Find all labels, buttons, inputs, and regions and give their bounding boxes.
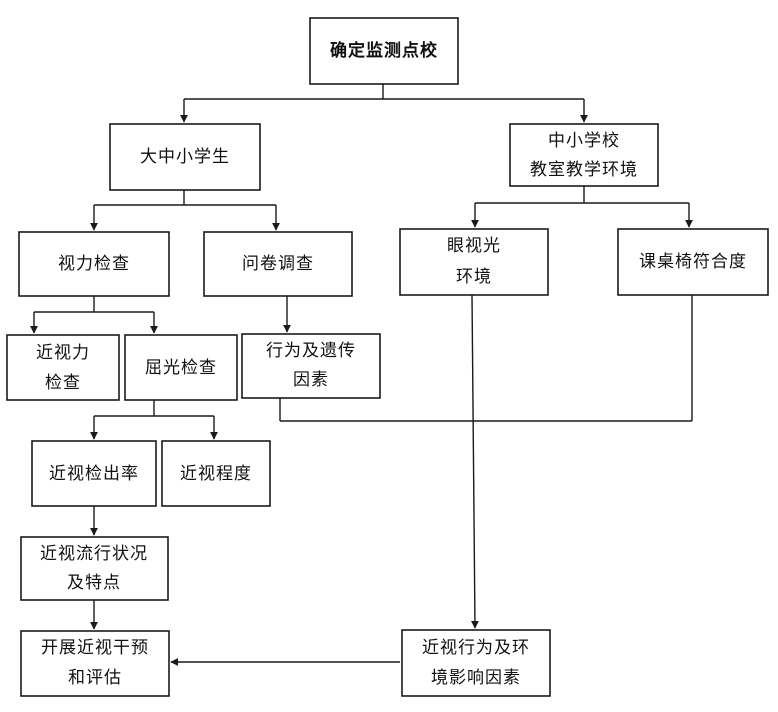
node-school-env-line-2: 教室教学环境: [530, 160, 638, 180]
node-near-vision-line-1: 近视力: [36, 343, 90, 363]
node-school-env-line-1: 中小学校: [548, 131, 620, 151]
node-questionnaire-line-1: 问卷调查: [242, 254, 314, 274]
node-students: 大中小学生: [109, 123, 261, 191]
node-influence-line-1: 近视行为及环: [422, 638, 530, 658]
node-school-env: 中小学校 教室教学环境: [509, 123, 659, 187]
node-myopia-rate: 近视检出率: [31, 440, 157, 507]
node-vision-check: 视力检查: [18, 231, 170, 297]
node-myopia-rate-line-1: 近视检出率: [49, 464, 139, 484]
node-desk-chair: 课桌椅符合度: [617, 228, 769, 296]
node-intervention-line-2: 和评估: [68, 668, 122, 688]
node-intervention: 开展近视干预 和评估: [20, 630, 170, 697]
node-root-line-1: 确定监测点校: [330, 40, 438, 61]
node-prevalence-line-2: 及特点: [67, 573, 121, 593]
node-near-vision-line-2: 检查: [45, 373, 81, 393]
node-desk-chair-line-1: 课桌椅符合度: [639, 252, 747, 272]
arrow-to-influence: [470, 294, 479, 629]
node-refraction: 屈光检查: [124, 334, 238, 401]
node-refraction-line-1: 屈光检查: [145, 358, 217, 378]
node-root: 确定监测点校: [309, 17, 459, 85]
node-near-vision: 近视力 检查: [6, 334, 120, 401]
node-behavior-genetic-line-1: 行为及遗传: [266, 341, 356, 361]
node-influence-line-2: 境影响因素: [431, 668, 521, 688]
node-eye-light-env-line-1: 眼视光: [447, 236, 501, 256]
node-prevalence: 近视流行状况 及特点: [20, 536, 169, 601]
node-students-line-1: 大中小学生: [140, 147, 230, 167]
node-influence: 近视行为及环 境影响因素: [401, 629, 551, 697]
node-vision-check-line-1: 视力检查: [58, 254, 130, 274]
node-myopia-degree: 近视程度: [161, 440, 271, 507]
node-prevalence-line-1: 近视流行状况: [40, 544, 148, 564]
node-behavior-genetic: 行为及遗传 因素: [241, 333, 381, 399]
node-intervention-line-1: 开展近视干预: [41, 638, 149, 658]
node-myopia-degree-line-1: 近视程度: [180, 464, 252, 484]
connectors: [30, 84, 693, 666]
node-eye-light-env: 眼视光 环境: [399, 228, 549, 296]
node-eye-light-env-line-2: 环境: [456, 267, 492, 287]
node-questionnaire: 问卷调查: [203, 231, 353, 297]
node-behavior-genetic-line-2: 因素: [293, 370, 329, 390]
